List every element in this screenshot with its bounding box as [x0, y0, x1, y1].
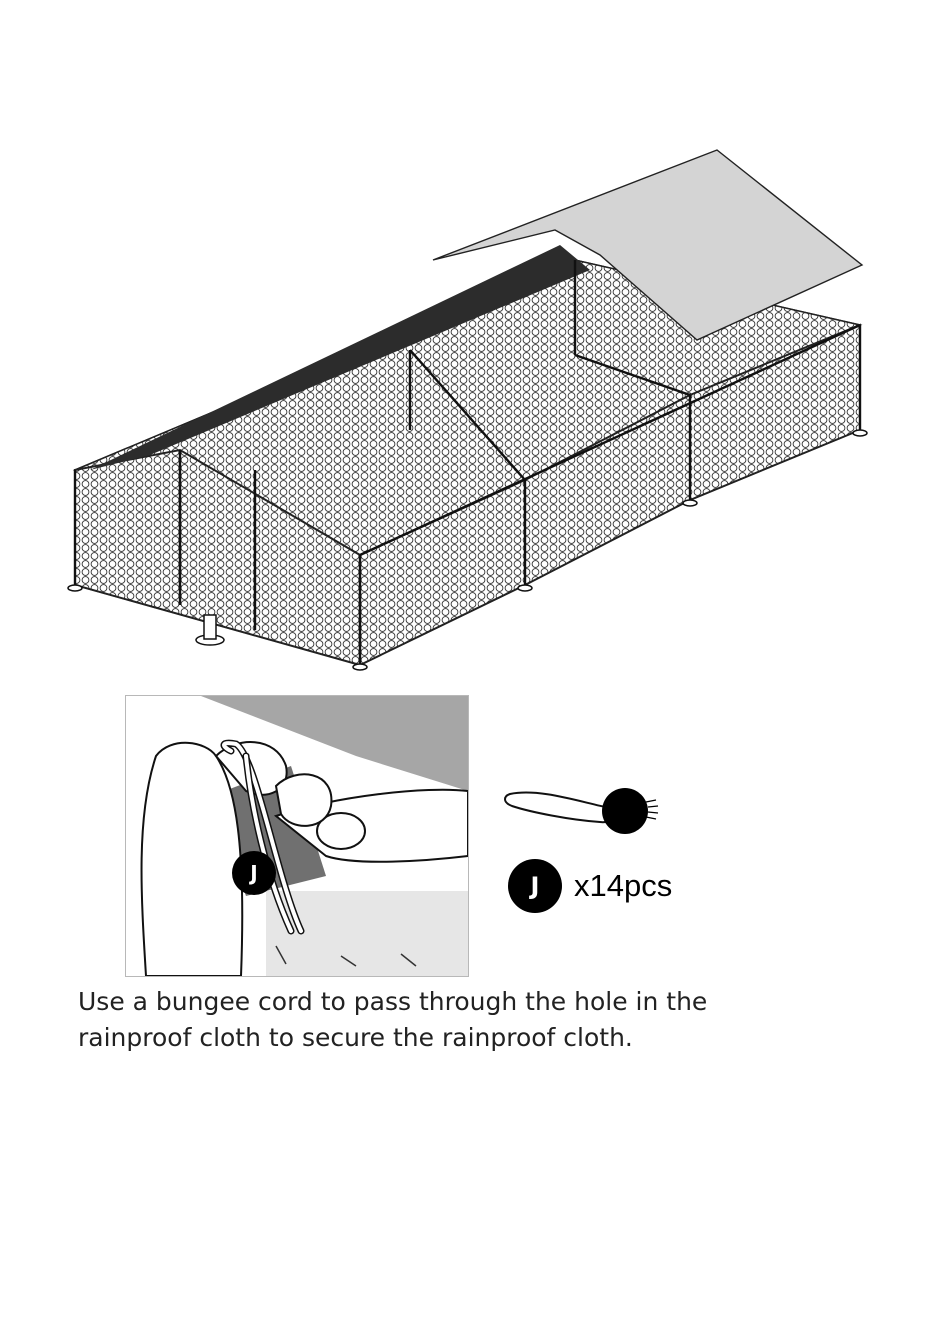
instruction-line-2: rainproof cloth to secure the rainproof …: [78, 1023, 633, 1052]
instruction-line-1: Use a bungee cord to pass through the ho…: [78, 987, 707, 1016]
part-quantity: J x14pcs: [508, 858, 672, 914]
part-badge-inset: J: [232, 851, 276, 895]
instruction-text: Use a bungee cord to pass through the ho…: [78, 984, 798, 1056]
detail-inset: J: [125, 695, 469, 977]
chicken-run-illustration: [60, 140, 880, 680]
quantity-label: x14pcs: [574, 868, 672, 904]
hand-detail-illustration: [126, 696, 468, 976]
bungee-cord-icon: [500, 780, 700, 850]
part-badge: J: [508, 859, 562, 913]
